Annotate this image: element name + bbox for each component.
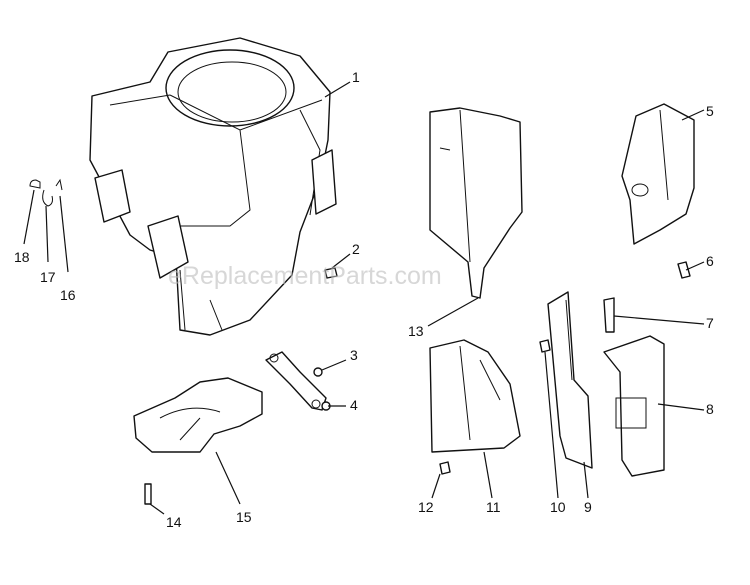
callout-8: 8 <box>706 401 714 417</box>
callout-2: 2 <box>352 241 360 257</box>
part-8-cover-plate <box>603 335 665 477</box>
hardware-small-parts <box>29 178 691 505</box>
callout-11: 11 <box>486 499 501 515</box>
part-1-blower-housing <box>89 37 337 336</box>
callout-17: 17 <box>40 269 56 285</box>
part-5-side-baffle <box>621 103 695 245</box>
part-13-upper-baffle <box>429 107 523 299</box>
leader-lines <box>23 81 705 515</box>
callout-14: 14 <box>166 514 182 530</box>
callout-16: 16 <box>60 287 76 303</box>
callout-numbers: 1 2 3 4 5 6 7 8 9 10 11 12 13 14 15 16 1… <box>14 69 714 530</box>
callout-3: 3 <box>350 347 358 363</box>
callout-12: 12 <box>418 499 434 515</box>
callout-9: 9 <box>584 499 592 515</box>
callout-4: 4 <box>350 397 358 413</box>
callout-13: 13 <box>408 323 424 339</box>
part-9-side-panel <box>547 291 593 469</box>
part-11-lower-baffle <box>429 339 521 453</box>
callout-15: 15 <box>236 509 252 525</box>
callout-5: 5 <box>706 103 714 119</box>
watermark-text: eReplacementParts.com <box>168 262 442 290</box>
callout-7: 7 <box>706 315 714 331</box>
callout-18: 18 <box>14 249 30 265</box>
part-15-lower-shroud <box>133 377 263 453</box>
callout-1: 1 <box>352 69 360 85</box>
callout-6: 6 <box>706 253 714 269</box>
part-4-bracket <box>265 351 327 411</box>
callout-10: 10 <box>550 499 566 515</box>
